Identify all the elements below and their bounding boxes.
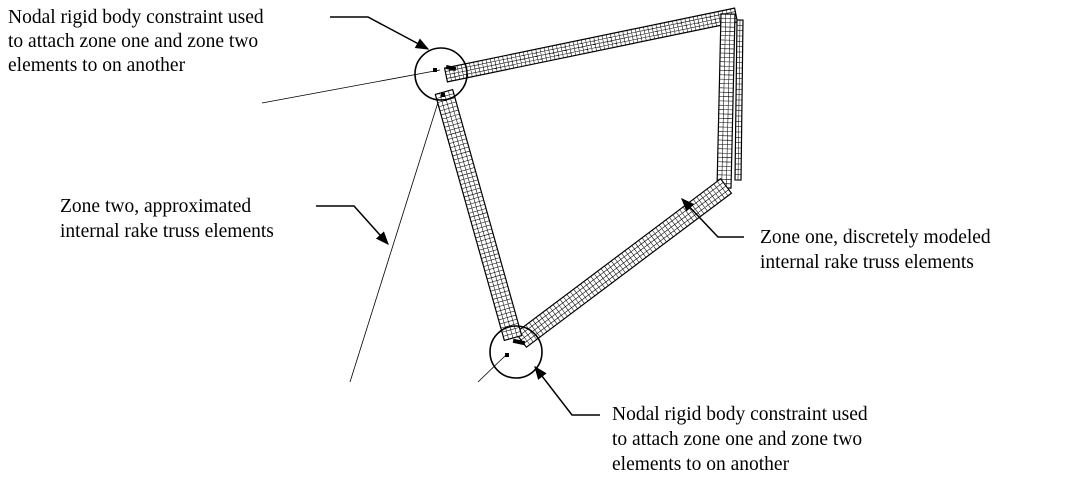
constraint-node-bottom: [505, 353, 509, 357]
constraint-link-top: [445, 65, 457, 71]
label-zone-one-1: Zone one, discretely modeled: [760, 227, 991, 248]
label-bottom-1: Nodal rigid body constraint used: [612, 404, 868, 425]
zone-two-element-lower: [477, 354, 507, 383]
member-top-grid: [444, 8, 738, 82]
leader-bottom: [534, 365, 600, 416]
zone-two-element-left: [349, 95, 441, 383]
member-lower-chord-grid: [515, 178, 732, 348]
member-right-vertical-grid: [716, 13, 736, 189]
constraint-link-bottom: [512, 338, 526, 346]
label-top-left-2: to attach zone one and zone two: [8, 31, 258, 52]
leader-zone-two: [316, 205, 389, 246]
leader-top-left: [330, 16, 430, 50]
label-top-left-1: Nodal rigid body constraint used: [8, 7, 264, 28]
constraint-node-top-b: [441, 93, 445, 97]
member-top: [443, 7, 739, 83]
member-diagonal-grid: [435, 89, 522, 341]
member-right-inner-grid: [734, 19, 744, 181]
constraint-circle-top: [414, 47, 468, 101]
label-bottom-2: to attach zone one and zone two: [612, 429, 862, 450]
constraint-node-top-a: [433, 68, 437, 72]
member-lower-chord: [514, 177, 733, 349]
label-bottom-3: elements to on another: [612, 454, 790, 475]
member-right-inner: [734, 19, 744, 181]
member-diagonal: [434, 88, 523, 342]
label-zone-one-2: internal rake truss elements: [760, 252, 974, 273]
label-top-left-3: elements to on another: [8, 55, 186, 76]
constraint-circle-bottom: [489, 325, 543, 379]
zone-two-element-upper: [261, 69, 441, 104]
leader-zone-one: [681, 198, 744, 238]
label-zone-two-1: Zone two, approximated: [60, 196, 251, 217]
label-zone-two-2: internal rake truss elements: [60, 221, 274, 242]
zone-one-mesh: [434, 7, 744, 349]
member-right-vertical: [716, 13, 736, 189]
